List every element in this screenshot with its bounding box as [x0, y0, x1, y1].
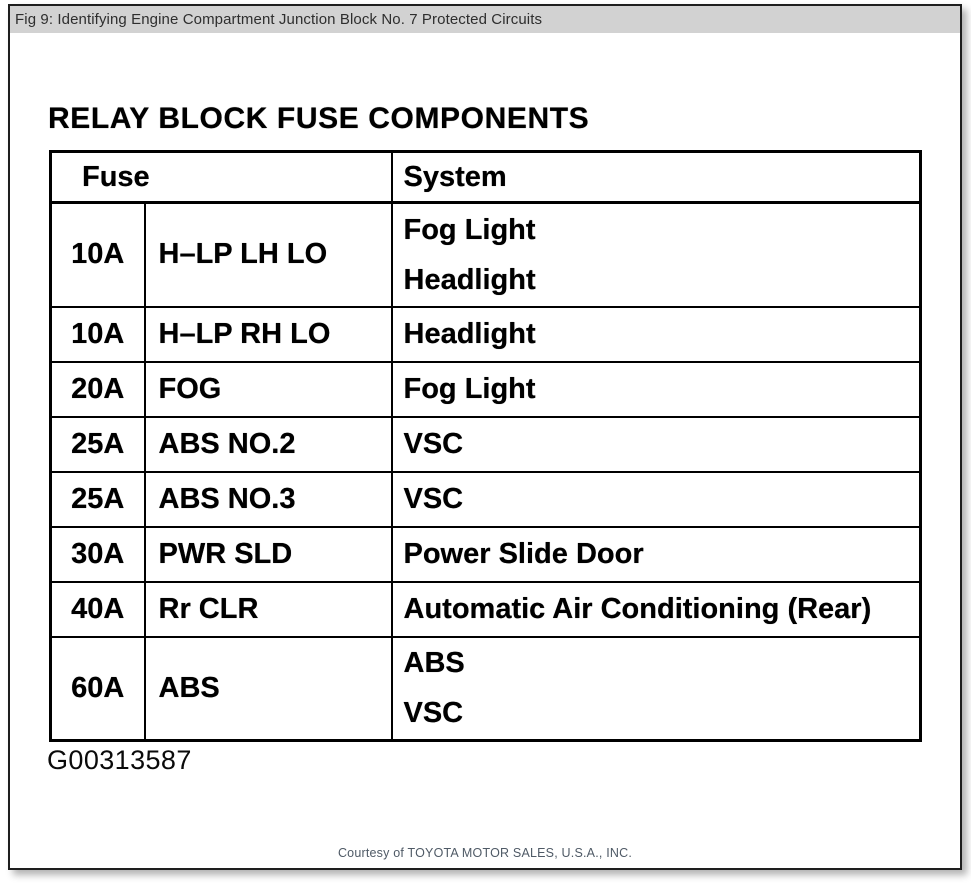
- system-cell: VSC: [390, 470, 922, 528]
- fuse-name-cell: H–LP LH LO: [143, 201, 393, 308]
- figure-caption: Fig 9: Identifying Engine Compartment Ju…: [15, 11, 543, 28]
- system-cell: Power Slide Door: [390, 525, 922, 583]
- fuse-amp-cell: 40A: [49, 580, 146, 638]
- system-line: Headlight: [403, 318, 536, 350]
- fuse-amp-cell: 10A: [49, 305, 146, 363]
- fuse-name-cell: H–LP RH LO: [143, 305, 393, 363]
- system-line: ABS: [403, 647, 465, 680]
- figure-title-bar: Fig 9: Identifying Engine Compartment Ju…: [10, 6, 960, 33]
- system-line: VSC: [403, 428, 464, 460]
- fuse-amp-cell: 20A: [49, 360, 146, 418]
- figure-id: G00313587: [47, 745, 192, 775]
- system-line: VSC: [403, 697, 464, 730]
- system-line: Power Slide Door: [403, 538, 644, 570]
- system-cell: Headlight: [390, 305, 922, 363]
- fuse-amp-cell: 25A: [49, 415, 146, 473]
- fuse-amp-cell: 10A: [49, 201, 146, 308]
- fuse-amp-cell: 30A: [49, 525, 146, 583]
- table-heading: RELAY BLOCK FUSE COMPONENTS: [48, 102, 590, 135]
- system-cell: ABS VSC: [390, 635, 922, 742]
- system-line: Headlight: [403, 263, 536, 296]
- system-cell: VSC: [390, 415, 922, 473]
- column-header-fuse: Fuse: [49, 150, 393, 204]
- courtesy-credit: Courtesy of TOYOTA MOTOR SALES, U.S.A., …: [337, 846, 633, 860]
- fuse-amp-cell: 25A: [49, 470, 146, 528]
- system-cell: Fog Light: [390, 360, 922, 418]
- fuse-name-cell: Rr CLR: [143, 580, 393, 638]
- fuse-name-cell: ABS NO.2: [143, 415, 393, 473]
- system-line: Fog Light: [403, 213, 536, 246]
- system-line: VSC: [403, 483, 464, 515]
- fuse-name-cell: ABS: [143, 635, 393, 742]
- fuse-amp-cell: 60A: [49, 635, 146, 742]
- system-line: Automatic Air Conditioning (Rear): [403, 593, 872, 625]
- system-cell: Automatic Air Conditioning (Rear): [390, 580, 922, 638]
- fuse-name-cell: FOG: [143, 360, 393, 418]
- figure-content: RELAY BLOCK FUSE COMPONENTS Fuse System …: [10, 33, 960, 868]
- figure-window: Fig 9: Identifying Engine Compartment Ju…: [8, 4, 962, 870]
- column-header-system: System: [390, 150, 922, 204]
- table-header-row: Fuse System: [49, 150, 922, 204]
- fuse-name-cell: ABS NO.3: [143, 470, 393, 528]
- system-line: Fog Light: [403, 373, 536, 405]
- fuse-name-cell: PWR SLD: [143, 525, 393, 583]
